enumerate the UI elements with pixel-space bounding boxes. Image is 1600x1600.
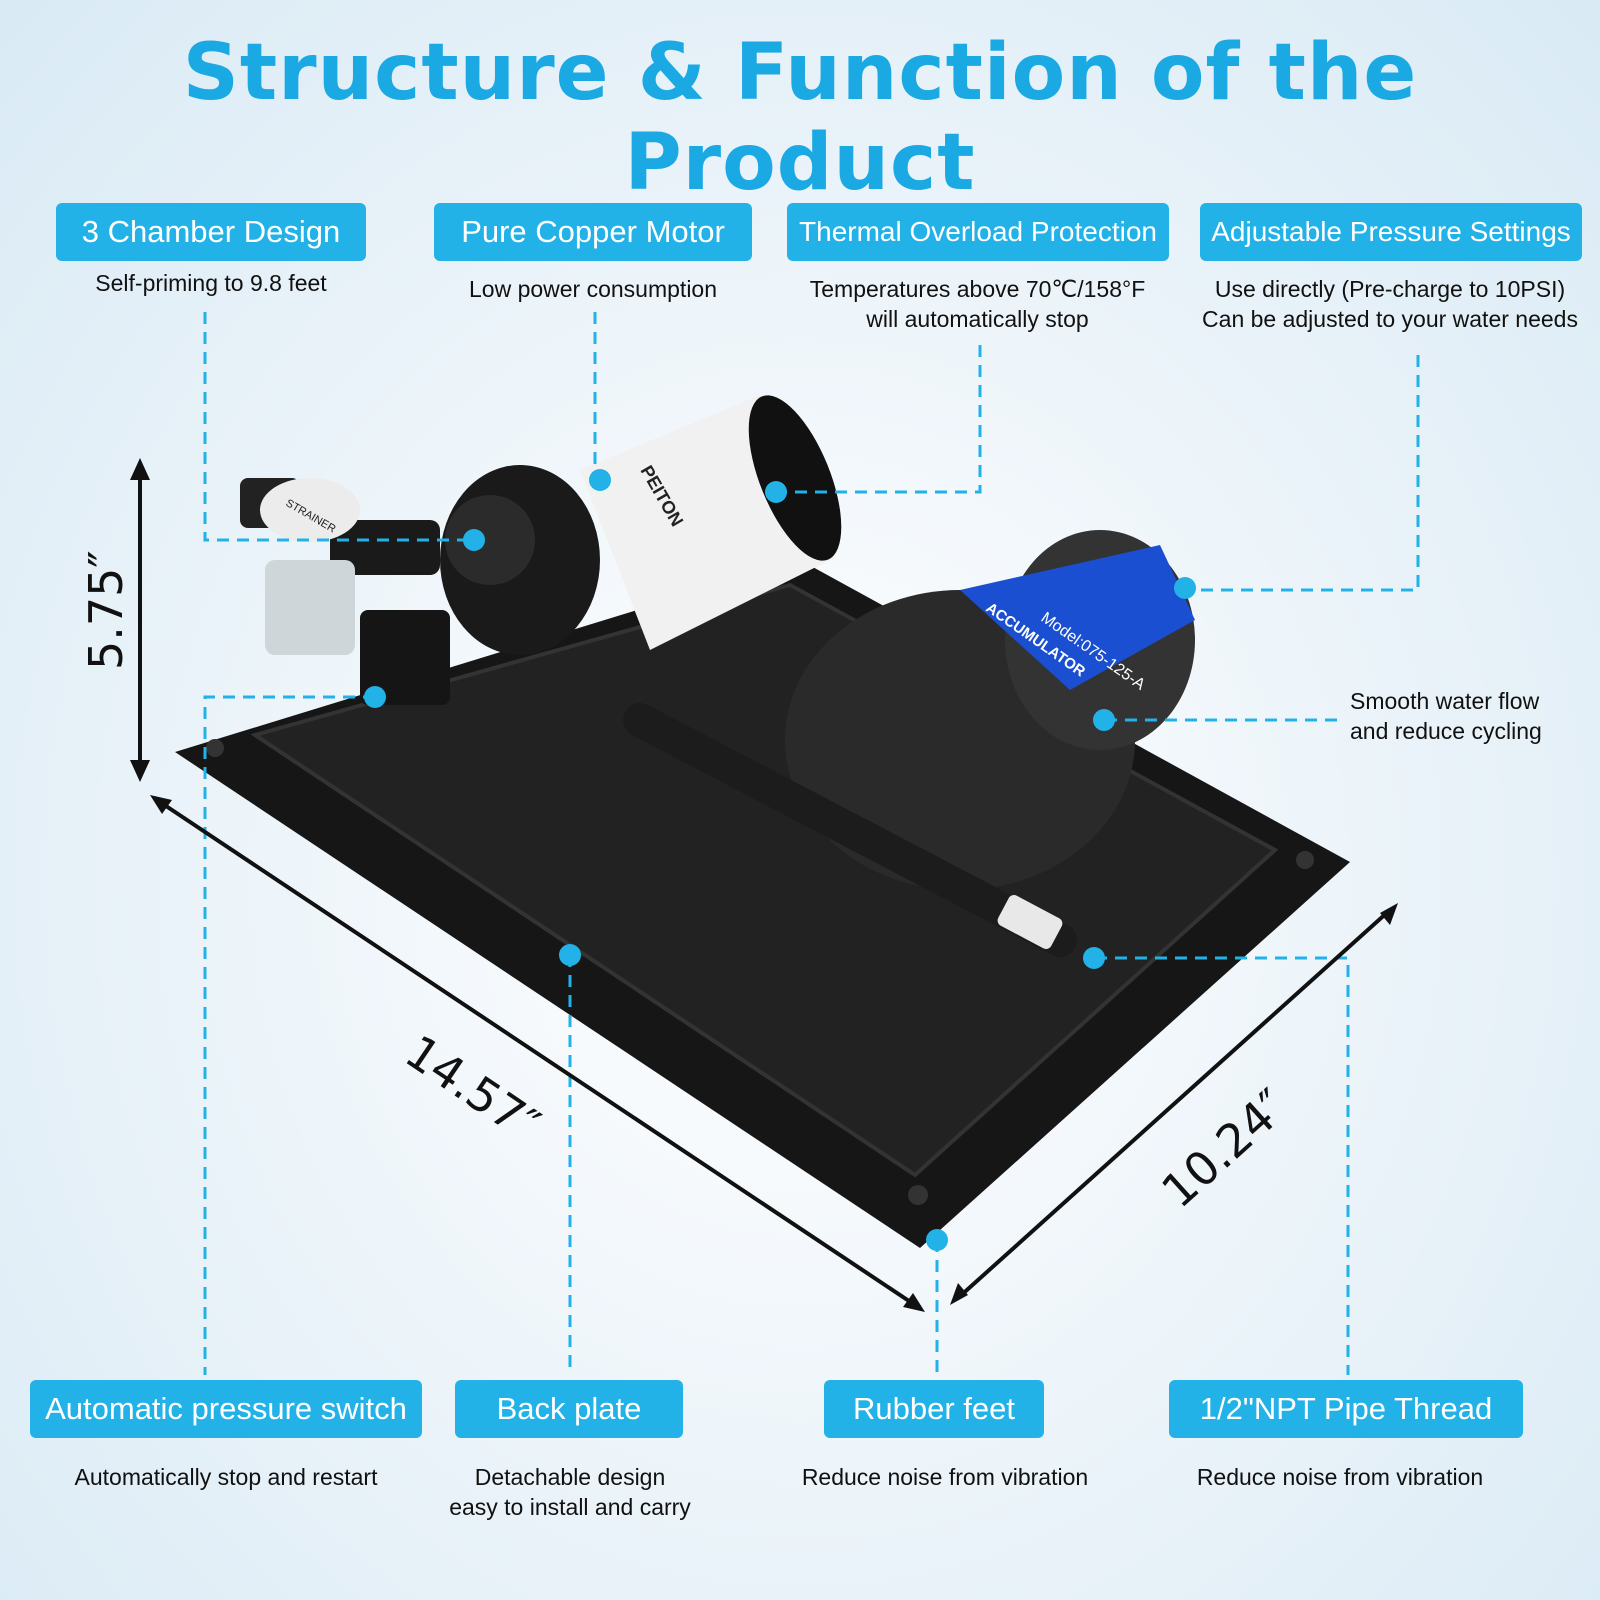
pressure-switch [360,610,450,705]
dimension-arrows [130,458,1398,1312]
accumulator-tank: ACCUMULATOR Model:075-125-A [785,530,1195,890]
pump-motor: PEITON [580,395,842,650]
accumulator-note-2: and reduce cycling [1350,718,1542,744]
desc-3-chamber-design: Self-priming to 9.8 feet [95,270,327,296]
desc-thermal-overload-2: will automatically stop [866,306,1089,332]
tag-automatic-pressure-switch: Automatic pressure switch [30,1380,422,1438]
desc-adjustable-pressure-2: Can be adjusted to your water needs [1202,306,1578,332]
desc-back-plate-1: Detachable design [474,1464,666,1490]
page-title: Structure & Function of the Product [182,28,1418,208]
desc-rubber-feet: Reduce noise from vibration [801,1464,1089,1490]
accumulator-note-1: Smooth water flow [1350,688,1540,714]
desc-automatic-pressure-switch: Automatically stop and restart [74,1464,378,1490]
strainer: STRAINER [240,478,360,655]
desc-npt-pipe-thread: Reduce noise from vibration [1196,1464,1484,1490]
tag-back-plate: Back plate [455,1380,683,1438]
callout-lines [203,312,1420,1375]
rubber-foot [1296,851,1314,869]
height-dimension: 5.75″ [79,550,133,670]
tag-3-chamber-design: 3 Chamber Design [56,203,366,261]
outlet-fitting [997,895,1063,949]
tag-adjustable-pressure-settings: Adjustable Pressure Settings [1200,203,1582,261]
desc-thermal-overload-1: Temperatures above 70℃/158°F [809,276,1146,302]
tag-thermal-overload-protection: Thermal Overload Protection [787,203,1169,261]
width-dimension: 10.24″ [1151,1078,1298,1218]
callout-dots [364,469,1196,1251]
desc-back-plate-2: easy to install and carry [449,1494,691,1520]
rubber-foot [908,1185,928,1205]
desc-adjustable-pressure-1: Use directly (Pre-charge to 10PSI) [1214,276,1566,302]
outlet-pipe [623,703,1077,957]
desc-pure-copper-motor: Low power consumption [468,276,718,302]
length-dimension: 14.57″ [396,1024,550,1152]
pump-head [330,465,600,705]
tag-pure-copper-motor: Pure Copper Motor [434,203,752,261]
tag-rubber-feet: Rubber feet [824,1380,1044,1438]
tag-npt-pipe-thread: 1/2"NPT Pipe Thread [1169,1380,1523,1438]
rubber-foot [206,739,224,757]
